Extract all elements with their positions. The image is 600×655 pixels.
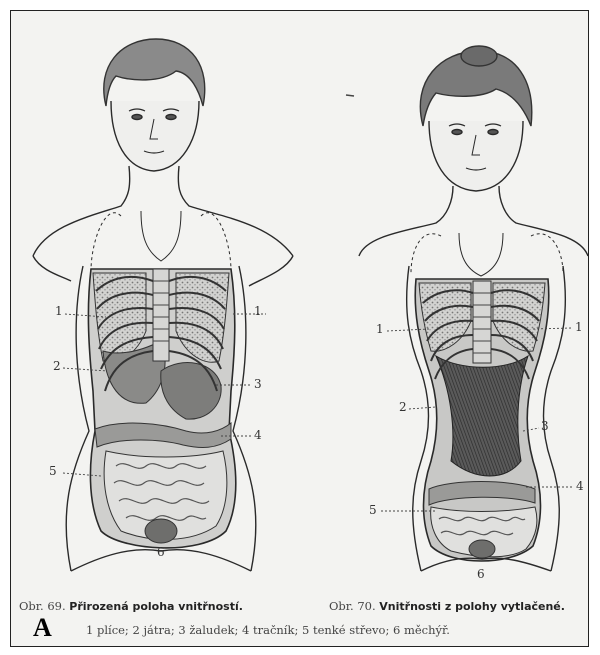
male-label-colon: 4: [254, 428, 262, 442]
female-label-stomach: 3: [541, 419, 549, 433]
stray-mark: [346, 95, 354, 96]
female-organs: [415, 279, 551, 571]
anatomy-illustration: [11, 11, 588, 646]
male-organs: [71, 269, 251, 571]
male-label-bladder: 6: [157, 545, 165, 559]
female-label-small-intestine: 5: [369, 503, 377, 517]
female-label-bladder: 6: [477, 567, 485, 581]
female-label-liver: 2: [399, 400, 407, 414]
caption-70-title: Vnitřnosti z polohy vytlačené.: [379, 600, 565, 613]
male-label-stomach: 3: [254, 377, 262, 391]
legend-text: 1 plíce; 2 játra; 3 žaludek; 4 tračník; …: [86, 623, 450, 637]
caption-70-number: Obr. 70.: [329, 599, 376, 613]
panel-letter: A: [33, 613, 52, 643]
caption-figure-70: Obr. 70. Vnitřnosti z polohy vytlačené.: [329, 599, 565, 613]
male-label-small-intestine: 5: [49, 464, 57, 478]
male-label-lungs-left: 1: [55, 304, 63, 318]
male-label-liver: 2: [53, 359, 61, 373]
female-label-lungs-left: 1: [376, 322, 384, 336]
caption-69-number: Obr. 69.: [19, 599, 66, 613]
illustration-plate: 1 1 2 3 4 5 6 1 1 2 3 4 5 6 Obr. 69. Při…: [10, 10, 589, 647]
female-label-colon: 4: [576, 479, 584, 493]
female-label-lungs-right: 1: [575, 320, 583, 334]
caption-figure-69: Obr. 69. Přirozená poloha vnitřností.: [19, 599, 243, 613]
caption-69-title: Přirozená poloha vnitřností.: [69, 600, 243, 613]
male-label-lungs-right: 1: [254, 304, 262, 318]
